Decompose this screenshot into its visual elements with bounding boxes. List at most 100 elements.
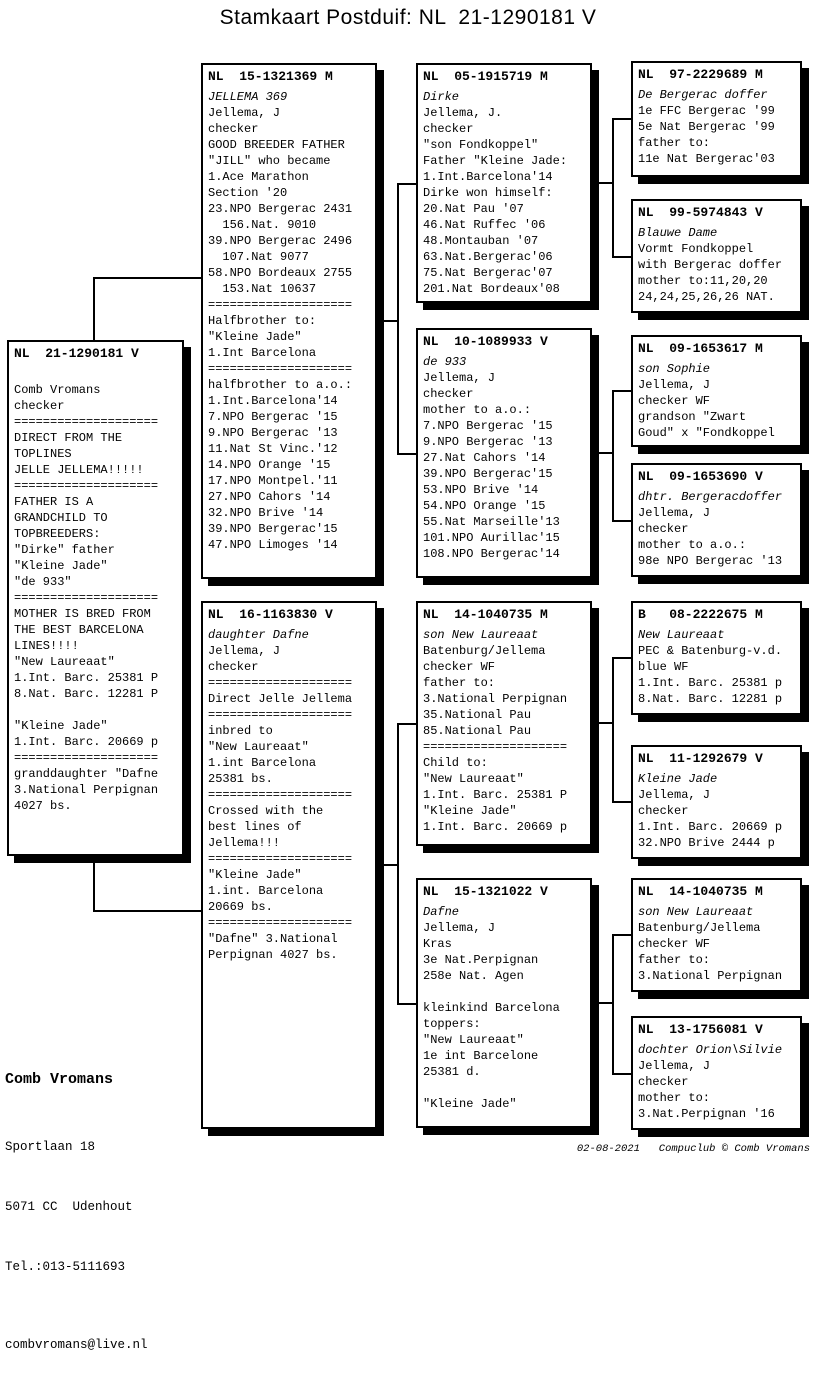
pedigree-text-line: 1e int Barcelone [423, 1049, 539, 1063]
pedigree-text-line: 25381 bs. [208, 772, 273, 786]
connector-line [612, 1073, 631, 1075]
pedigree-text-line: 3.National Perpignan [423, 692, 568, 706]
pedigree-text-line: "Kleine Jade" [423, 1097, 517, 1111]
pigeon-name: Dirke [423, 90, 460, 104]
connector-line [612, 118, 614, 258]
pedigree-text-line: 48.Montauban '07 [423, 234, 539, 248]
pedigree-text-line: 1.Int. Barc. 25381 P [14, 671, 159, 685]
pedigree-text-line: father to: [638, 136, 711, 150]
ring-number: NL 15-1321022 V [423, 884, 548, 899]
pedigree-text-line: ==================== [14, 591, 159, 605]
pedigree-text-line: 39.NPO Bergerac'15 [423, 467, 553, 481]
pedigree-text-line: 35.National Pau [423, 708, 532, 722]
pigeon-name: son Sophie [638, 362, 711, 376]
pedigree-text-line: mother to: [638, 1091, 711, 1105]
owner-name: Comb Vromans [5, 1071, 114, 1088]
pedigree-text-line: MOTHER IS BRED FROM [14, 607, 151, 621]
pedigree-text-line: GOOD BREEDER FATHER [208, 138, 345, 152]
connector-line [612, 390, 614, 522]
pedigree-text-line: Jellema!!! [208, 836, 281, 850]
pedigree-text-line: Vormt Fondkoppel [638, 242, 754, 256]
pedigree-text-line: 9.NPO Bergerac '13 [208, 426, 338, 440]
pigeon-name: son New Laureaat [638, 905, 754, 919]
pedigree-text-line: ==================== [208, 708, 353, 722]
pedigree-text-line: 4027 bs. [14, 799, 72, 813]
connector-line [397, 723, 416, 725]
connector-line [592, 182, 612, 184]
pedigree-text-line: Child to: [423, 756, 488, 770]
pedigree-text-line: 39.NPO Bergerac'15 [208, 522, 338, 536]
pedigree-text-line: 8.Nat. Barc. 12281 p [638, 692, 783, 706]
owner-address-street: Sportlaan 18 [5, 1140, 96, 1154]
ring-number: NL 05-1915719 M [423, 69, 548, 84]
pedigree-text-line: kleinkind Barcelona [423, 1001, 560, 1015]
pedigree-text-line [423, 1080, 585, 1096]
pedigree-text-line: PEC & Batenburg-v.d. [638, 644, 783, 658]
pigeon-name: New Laureaat [638, 628, 725, 642]
pedigree-text-line: ==================== [14, 415, 159, 429]
ring-number: NL 14-1040735 M [638, 884, 763, 899]
pedigree-text-line: 8.Nat. Barc. 12281 P [14, 687, 159, 701]
pedigree-text-line: checker [208, 660, 259, 674]
connector-line [397, 723, 399, 1005]
pedigree-text-line: "Kleine Jade" [208, 330, 302, 344]
pedigree-text-line: ==================== [14, 479, 159, 493]
owner-phone: Tel.:013-5111693 [5, 1260, 126, 1274]
pedigree-text-line: TOPBREEDERS: [14, 527, 101, 541]
pedigree-text-line: 17.NPO Montpel.'11 [208, 474, 338, 488]
ring-number: NL 16-1163830 V [208, 607, 333, 622]
pedigree-text-line: TOPLINES [14, 447, 72, 461]
pedigree-text-line: 107.Nat 9077 [208, 250, 309, 264]
pedigree-text-line: "New Laureaat" [14, 655, 115, 669]
pedigree-text-line: ==================== [208, 916, 353, 930]
pedigree-text-line: 25381 d. [423, 1065, 481, 1079]
pigeon-name: daughter Dafne [208, 628, 309, 642]
pedigree-text-line: 20.Nat Pau '07 [423, 202, 524, 216]
ring-number: NL 11-1292679 V [638, 751, 763, 766]
pedigree-text-line: Section '20 [208, 186, 288, 200]
pedigree-text-line: checker WF [423, 660, 496, 674]
pedigree-text-line: Jellema, J [638, 378, 711, 392]
connector-line [592, 452, 612, 454]
ring-number: NL 99-5974843 V [638, 205, 763, 220]
owner-address-city: 5071 CC Udenhout [5, 1200, 133, 1214]
pedigree-text-line: ==================== [14, 751, 159, 765]
pedigree-text-line: 5e Nat Bergerac '99 [638, 120, 775, 134]
pigeon-name: Kleine Jade [638, 772, 718, 786]
pedigree-text-line: 32.NPO Brive '14 [208, 506, 324, 520]
pedigree-text-line: grandson "Zwart [638, 410, 747, 424]
owner-contact-block: Comb Vromans Sportlaan 18 5071 CC Udenho… [5, 1030, 148, 1375]
pedigree-text-line: 3e Nat.Perpignan [423, 953, 539, 967]
ring-number: NL 09-1653690 V [638, 469, 763, 484]
pedigree-text-line: 1.int Barcelona [208, 756, 317, 770]
pedigree-text-line: 46.Nat Ruffec '06 [423, 218, 546, 232]
connector-line [612, 657, 614, 803]
pedigree-text-line: checker WF [638, 394, 711, 408]
pedigree-text-line: 258e Nat. Agen [423, 969, 524, 983]
pedigree-text-line: 9.NPO Bergerac '13 [423, 435, 553, 449]
owner-email: combvromans@live.nl [5, 1338, 148, 1352]
pedigree-text-line: 23.NPO Bergerac 2431 [208, 202, 353, 216]
pedigree-text-line: Comb Vromans [14, 383, 101, 397]
pedigree-text-line: 1.Ace Marathon [208, 170, 309, 184]
pedigree-text-line: GRANDCHILD TO [14, 511, 108, 525]
connector-line [93, 910, 201, 912]
pedigree-text-line: checker [423, 122, 474, 136]
pedigree-text-line: 14.NPO Orange '15 [208, 458, 331, 472]
ring-number: NL 15-1321369 M [208, 69, 333, 84]
pedigree-text-line: blue WF [638, 660, 689, 674]
connector-line [612, 934, 614, 1075]
pigeon-name: dochter Orion\Silvie [638, 1043, 783, 1057]
connector-line [377, 320, 397, 322]
pedigree-text-line: 32.NPO Brive 2444 p [638, 836, 775, 850]
connector-line [93, 277, 201, 279]
page-title: Stamkaart Postduif: NL 21-1290181 V [219, 6, 597, 29]
connector-line [592, 722, 612, 724]
pedigree-text-line: with Bergerac doffer [638, 258, 783, 272]
pedigree-text-line: ==================== [208, 788, 353, 802]
ring-number: NL 10-1089933 V [423, 334, 548, 349]
pedigree-text-line: ==================== [208, 676, 353, 690]
